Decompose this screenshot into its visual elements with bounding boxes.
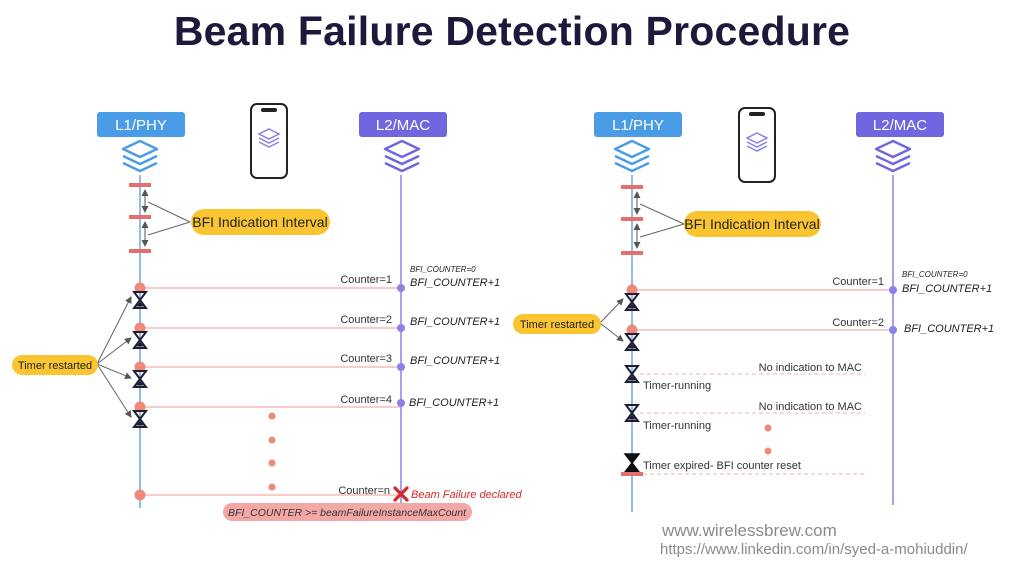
left-counter-3: Counter=3 (340, 353, 392, 365)
page-title: Beam Failure Detection Procedure (173, 8, 851, 54)
right-timer-callout (513, 314, 601, 334)
right-mac-1: BFI_COUNTER+1 (902, 283, 992, 295)
left-counter-init: BFI_COUNTER=0 (410, 265, 476, 274)
right-timer-expired: Timer expired- BFI counter reset (621, 453, 865, 476)
left-interval-label: BFI Indication Interval (192, 214, 327, 230)
right-diagram: L1/PHY L2/MAC BFI Indication Interval BF… (513, 107, 994, 512)
left-event-4: Counter=4 BFI_COUNTER+1 (133, 394, 499, 428)
right-counter-1: Counter=1 (832, 276, 884, 288)
right-ellipsis (764, 424, 772, 455)
left-event-2: Counter=2 BFI_COUNTER+1 (133, 314, 500, 349)
right-timer-running-2-label: Timer-running (643, 420, 711, 432)
left-interval-ticks (129, 183, 191, 253)
right-phy-badge (594, 112, 682, 137)
left-phy-label: L1/PHY (115, 117, 167, 134)
right-interval-ticks (621, 185, 685, 255)
right-timer-running-1-label: Timer-running (643, 380, 711, 392)
left-failure-label: Beam Failure declared (411, 489, 523, 501)
left-condition-box (223, 503, 472, 521)
right-mac-2: BFI_COUNTER+1 (904, 323, 994, 335)
left-phy-badge (97, 112, 185, 137)
right-no-indication-2: No indication to MAC Timer-running (625, 401, 865, 432)
left-interval-callout (191, 209, 330, 235)
left-counter-1: Counter=1 (340, 274, 392, 286)
right-interval-callout (684, 211, 821, 237)
right-event-2: Counter=2 BFI_COUNTER+1 (625, 317, 994, 351)
left-mac-label: L2/MAC (376, 117, 430, 134)
right-event-1: Counter=1 BFI_COUNTER+1 (625, 276, 992, 311)
watermark-linkedin: https://www.linkedin.com/in/syed-a-mohiu… (660, 541, 968, 558)
left-final-event: Counter=n Beam Failure declared (134, 485, 523, 502)
right-mac-label: L2/MAC (873, 117, 927, 134)
watermark-site: www.wirelessbrew.com (662, 521, 837, 540)
left-mac-3: BFI_COUNTER+1 (410, 355, 500, 367)
right-no-indication-1-label: No indication to MAC (759, 362, 862, 374)
right-counter-init: BFI_COUNTER=0 (902, 270, 968, 279)
right-phy-label: L1/PHY (612, 117, 664, 134)
left-timer-arrows (96, 296, 132, 418)
left-mac-2: BFI_COUNTER+1 (410, 316, 500, 328)
right-interval-label: BFI Indication Interval (684, 216, 819, 232)
right-phy-stack-icon (613, 139, 651, 173)
right-no-indication-1: No indication to MAC Timer-running (625, 362, 865, 392)
left-failure-x-icon (393, 486, 409, 502)
left-mac-1: BFI_COUNTER+1 (410, 277, 500, 289)
left-mac-stack-icon (383, 139, 421, 173)
right-timer-label: Timer restarted (520, 319, 594, 331)
left-diagram: L1/PHY L2/MAC BFI Indication Interval (12, 103, 523, 521)
right-mac-stack-icon (874, 139, 912, 173)
left-timer-callout (12, 355, 98, 375)
left-phy-stack-icon (121, 139, 159, 173)
left-counter-n: Counter=n (338, 485, 390, 497)
left-counter-2: Counter=2 (340, 314, 392, 326)
left-condition-label: BFI_COUNTER >= beamFailureInstanceMaxCou… (228, 507, 467, 519)
right-timer-arrows (599, 298, 624, 342)
left-event-3: Counter=3 BFI_COUNTER+1 (133, 353, 500, 388)
left-mac-4: BFI_COUNTER+1 (409, 397, 499, 409)
right-counter-2: Counter=2 (832, 317, 884, 329)
left-mac-badge (359, 112, 447, 137)
left-counter-4: Counter=4 (340, 394, 392, 406)
right-no-indication-2-label: No indication to MAC (759, 401, 862, 413)
left-ellipsis (268, 412, 276, 491)
right-phone-icon (738, 107, 776, 183)
right-mac-badge (856, 112, 944, 137)
left-event-1: Counter=1 BFI_COUNTER+1 (133, 274, 500, 309)
right-timer-expired-label: Timer expired- BFI counter reset (643, 460, 801, 472)
left-phone-icon (250, 103, 288, 179)
left-timer-label: Timer restarted (18, 360, 92, 372)
